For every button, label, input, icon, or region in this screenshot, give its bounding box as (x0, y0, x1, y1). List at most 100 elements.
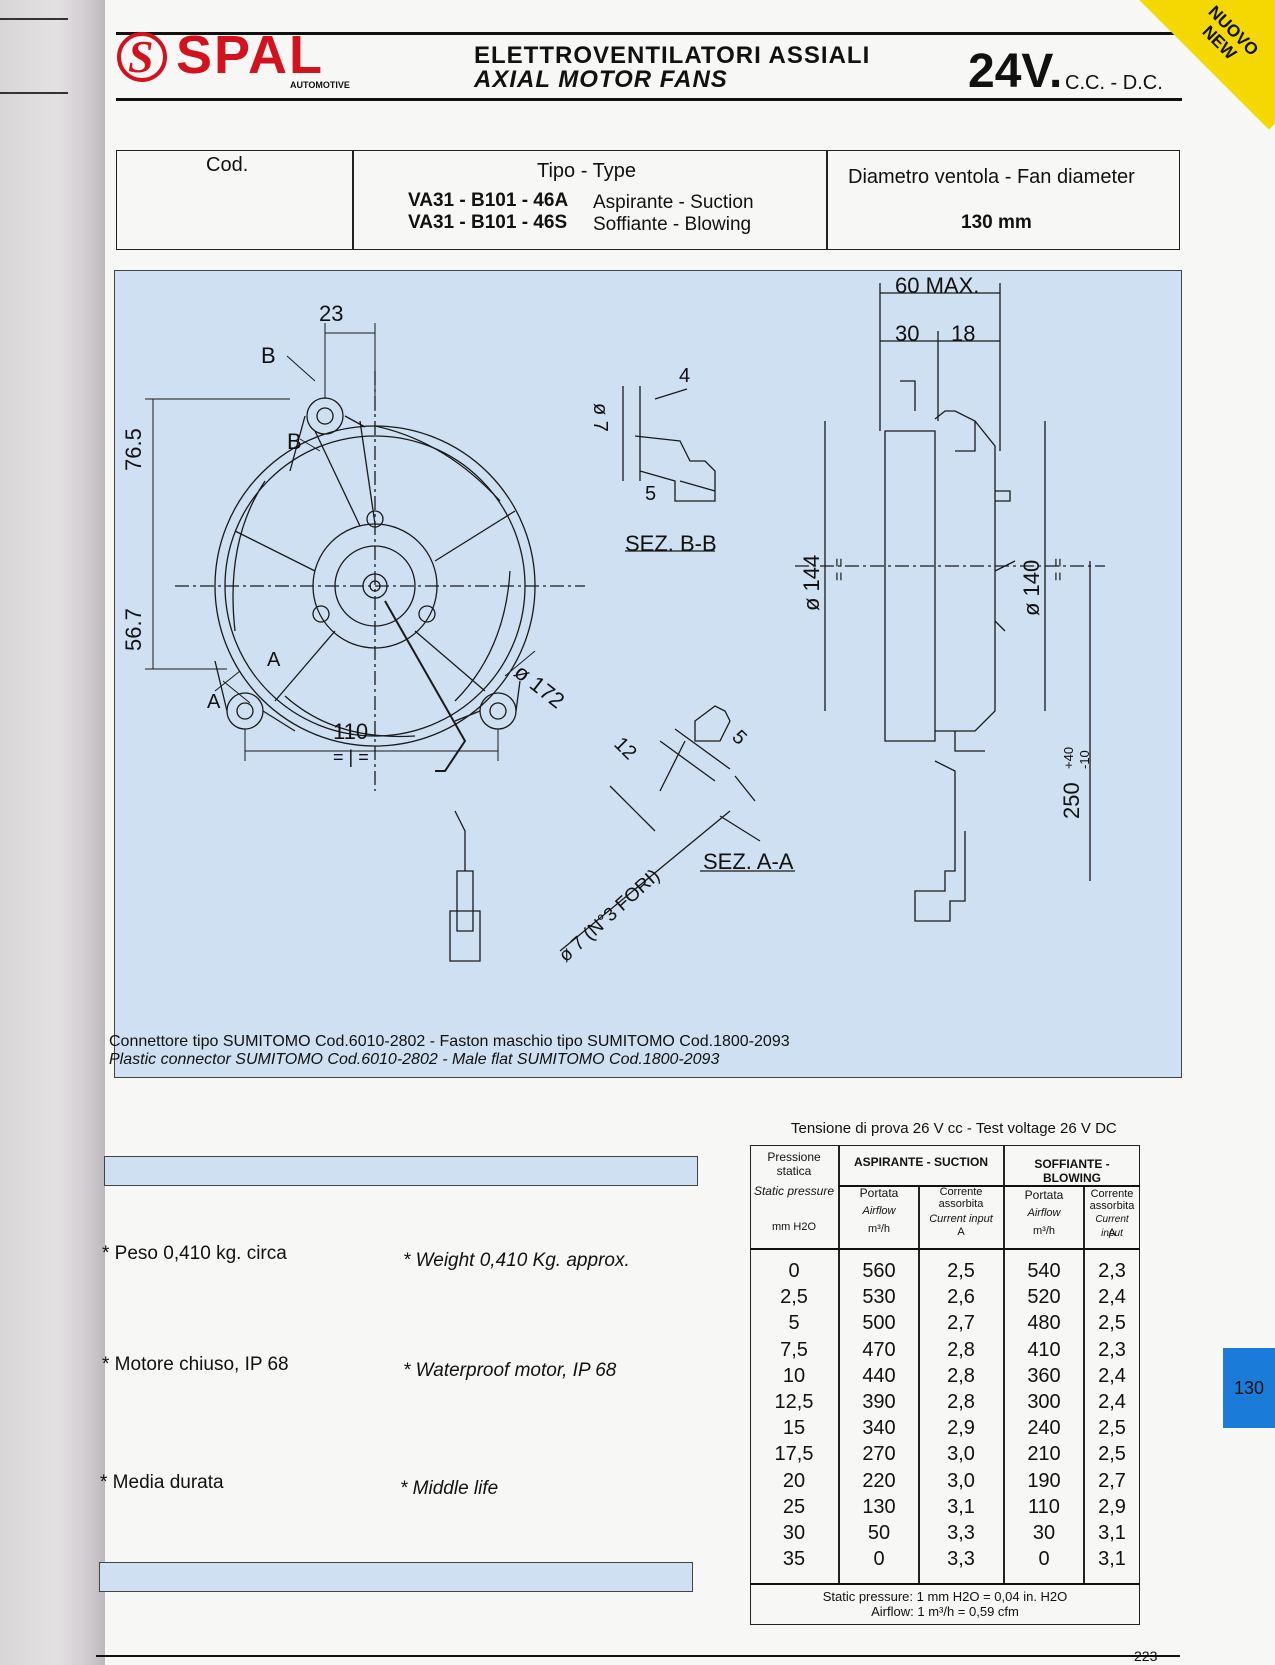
dim-5-bb: 5 (645, 483, 657, 505)
perf-head-airflow-b-unit: m³/h (1033, 1225, 1055, 1237)
dim-18: 18 (951, 321, 976, 346)
dim-tolerance-plus: +40 (1061, 746, 1076, 769)
spec-ip-it: * Motore chiuso, IP 68 (102, 1354, 289, 1375)
perf-head-current-b-en: Current input (1095, 1214, 1129, 1239)
dim-symmetric: = | = (333, 747, 369, 767)
spine-rule (0, 18, 68, 20)
perf-head-airflow-b: Portata (1024, 1188, 1064, 1202)
perf-cell-airflow-blowing: 0 (1038, 1548, 1050, 1571)
perf-cell-airflow-suction: 500 (862, 1312, 896, 1335)
perf-col-divider (838, 1145, 840, 1583)
perf-cell-current-blowing: 2,5 (1098, 1417, 1126, 1440)
perf-cell-pressure: 12,5 (774, 1391, 814, 1413)
perf-cell-current-suction: 2,9 (947, 1417, 975, 1440)
codes-type-label: Tipo - Type (537, 160, 636, 182)
technical-drawing: 23 B B 76.5 56.7 110 A A = | = ø 172 4 ø… (109, 270, 1182, 1078)
perf-cell-airflow-blowing: 540 (1027, 1260, 1061, 1282)
perf-cell-current-blowing: 2,4 (1098, 1286, 1126, 1309)
perf-cell-current-suction: 3,3 (947, 1548, 975, 1571)
brand-sub: AUTOMOTIVE (290, 80, 350, 90)
section-b-b (622, 386, 716, 552)
perf-cell-current-blowing: 2,3 (1098, 1260, 1126, 1282)
perf-cell-airflow-blowing: 520 (1027, 1286, 1061, 1309)
spec-life-en: * Middle life (400, 1478, 499, 1499)
perf-cell-current-blowing: 2,5 (1098, 1312, 1126, 1335)
perf-cell-airflow-blowing: 410 (1027, 1338, 1061, 1361)
dim-b-lower: B (287, 429, 302, 454)
perf-cell-current-blowing: 3,1 (1098, 1548, 1126, 1571)
specs-header-bar (104, 1156, 698, 1186)
perf-cell-current-suction: 3,3 (947, 1522, 975, 1544)
perf-cell-current-blowing: 2,4 (1098, 1391, 1126, 1413)
dim-4: 4 (679, 365, 691, 387)
dim-diameter-7: ø 7 (589, 403, 611, 432)
perf-cell-airflow-blowing: 360 (1027, 1364, 1061, 1387)
specs-footer-bar (99, 1562, 693, 1592)
perf-cell-airflow-suction: 270 (862, 1443, 896, 1466)
perf-cell-current-suction: 2,8 (947, 1364, 975, 1387)
dim-diameter-144: ø 144 (799, 554, 824, 611)
perf-head-pressure-en: Static pressure (753, 1184, 835, 1198)
perf-cell-current-blowing: 2,3 (1098, 1338, 1126, 1361)
perf-head-pressure-unit: mm H2O (772, 1221, 816, 1233)
perf-header-rule (750, 1248, 1140, 1250)
dim-250: 250 (1059, 782, 1084, 819)
dim-30: 30 (895, 321, 920, 346)
section-b-b-label: SEZ. B-B (625, 531, 717, 556)
perf-cell-current-suction: 2,8 (947, 1338, 975, 1361)
perf-cell-pressure: 0 (788, 1260, 800, 1282)
perf-head-airflow-s: Portata (859, 1186, 899, 1200)
perf-footer-rule (750, 1583, 1140, 1585)
performance-table (750, 1145, 1140, 1625)
perf-head-airflow-b-en: Airflow (1027, 1207, 1061, 1219)
title-italian: ELETTROVENTILATORI ASSIALI (474, 42, 871, 69)
perf-head-current-b: Corrente assorbita (1089, 1188, 1135, 1212)
code-row-2-type: Soffiante - Blowing (593, 214, 752, 235)
perf-cell-airflow-suction: 560 (862, 1260, 896, 1282)
center-lines (175, 371, 585, 791)
codes-table (116, 150, 1180, 250)
footer-rule (96, 1655, 1180, 1657)
header-bottom-rule (116, 98, 1182, 101)
perf-cell-pressure: 20 (782, 1469, 806, 1492)
perf-head-airflow-s-unit: m³/h (868, 1223, 890, 1235)
fan-side-view (824, 283, 1091, 922)
perf-head-airflow-s-en: Airflow (862, 1205, 896, 1217)
section-a-a-label: SEZ. A-A (703, 849, 794, 874)
dim-76-5: 76.5 (121, 428, 146, 471)
perf-cell-airflow-suction: 530 (862, 1286, 896, 1309)
perf-col-divider (1083, 1185, 1085, 1583)
dim-110: 110 (333, 719, 369, 744)
perf-cell-pressure: 10 (782, 1364, 806, 1387)
perf-head-current-b-unit: A (1108, 1227, 1116, 1239)
perf-cell-current-suction: 2,6 (947, 1286, 975, 1309)
perf-cell-pressure: 17,5 (774, 1443, 814, 1466)
perf-cell-pressure: 35 (782, 1548, 806, 1571)
perf-group-suction: ASPIRANTE - SUCTION (853, 1155, 988, 1169)
dim-symmetric-side: = = (1050, 557, 1067, 581)
spec-ip-en: * Waterproof motor, IP 68 (403, 1360, 617, 1381)
code-row-1-type: Aspirante - Suction (593, 192, 754, 213)
code-row-2: VA31 - B101 - 46S (408, 212, 568, 233)
page-number: 223 (1134, 1648, 1158, 1664)
dim-symmetric-side: = = (831, 557, 848, 581)
spec-weight-en: * Weight 0,410 Kg. approx. (403, 1250, 630, 1271)
section-tab[interactable]: 130 (1223, 1348, 1275, 1428)
spec-life-it: * Media durata (100, 1472, 224, 1493)
perf-cell-pressure: 15 (782, 1417, 806, 1440)
connector-note-it: Connettore tipo SUMITOMO Cod.6010-2802 -… (109, 1033, 790, 1050)
perf-cell-airflow-suction: 130 (862, 1495, 896, 1518)
dim-56-7: 56.7 (121, 608, 146, 651)
perf-cell-pressure: 2,5 (780, 1286, 808, 1309)
perf-cell-current-blowing: 2,7 (1098, 1469, 1126, 1492)
perf-cell-current-suction: 2,8 (947, 1391, 975, 1413)
book-spine (0, 0, 105, 1665)
perf-cell-pressure: 7,5 (780, 1338, 808, 1361)
perf-cell-airflow-blowing: 240 (1027, 1417, 1061, 1440)
voltage-value: 24V. (968, 45, 1063, 98)
perf-cell-current-suction: 2,5 (947, 1260, 975, 1282)
perf-cell-current-blowing: 2,5 (1098, 1443, 1126, 1466)
perf-cell-airflow-blowing: 30 (1032, 1522, 1056, 1544)
perf-cell-airflow-suction: 390 (862, 1391, 896, 1413)
spal-logo-s: S (128, 31, 154, 82)
